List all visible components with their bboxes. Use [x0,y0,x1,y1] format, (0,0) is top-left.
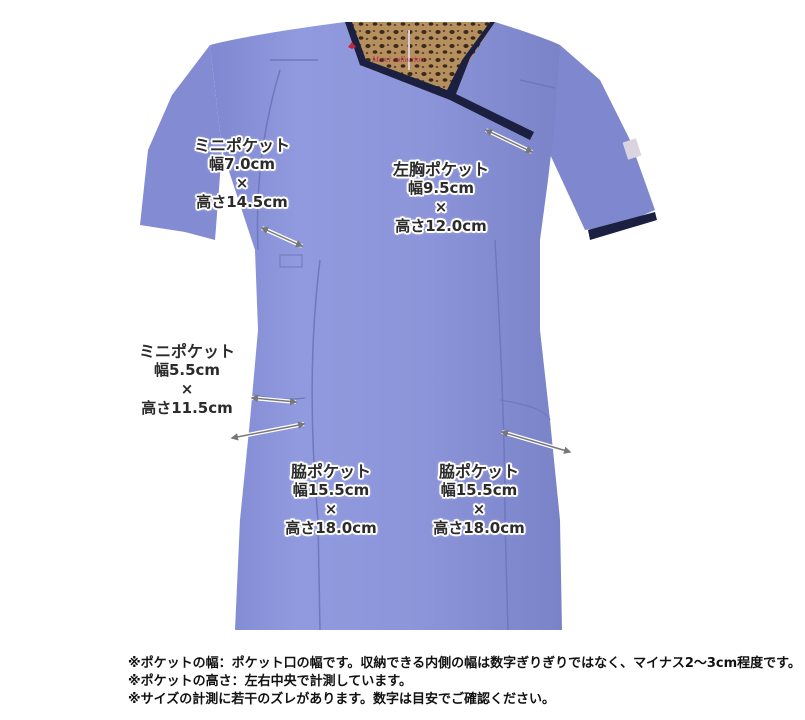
garment-body [210,22,562,630]
times-sign: × [324,500,338,518]
pocket-name: 脇ポケット [438,462,519,481]
pocket-width: 幅15.5cm [292,481,370,499]
pocket-name: 左胸ポケット [392,160,489,179]
pocket-height: 高さ11.5cm [141,399,233,417]
brand-logo: Merci collection [371,55,424,64]
footnotes: ※ポケットの幅：ポケット口の幅です。収納できる内側の幅は数字ぎりぎりではなく、マ… [128,655,801,709]
times-sign: × [434,198,448,216]
sleeve-tag [622,138,642,160]
times-sign: × [235,174,249,192]
times-sign: × [472,500,486,518]
pocket-width: 幅5.5cm [153,361,221,379]
side-pocket-label-right: 脇ポケット 幅15.5cm × 高さ18.0cm [420,462,538,538]
measure-arrows-dark [230,129,572,454]
logo-mark [348,42,356,49]
pocket-name: ミニポケット [193,136,290,155]
pocket-width: 幅15.5cm [440,481,518,499]
mini-pocket-label-1: ミニポケット 幅7.0cm × 高さ14.5cm [183,136,301,212]
pocket-height: 高さ18.0cm [285,519,377,537]
chest-pocket-label: 左胸ポケット 幅9.5cm × 高さ12.0cm [382,160,500,236]
footnote-accuracy: ※サイズの計測に若干のズレがあります。数字は目安でご確認ください。 [128,692,555,707]
left-sleeve [140,45,222,240]
right-sleeve [548,45,655,230]
pocket-height: 高さ14.5cm [196,193,288,211]
pocket-name: 脇ポケット [290,462,371,481]
pocket-width: 幅7.0cm [208,155,276,173]
neck-trim [345,22,534,140]
footnote-height: ※ポケットの高さ：左右中央で計測しています。 [128,674,412,689]
side-pocket-label-left: 脇ポケット 幅15.5cm × 高さ18.0cm [272,462,390,538]
footnote-width: ※ポケットの幅：ポケット口の幅です。収納できる内側の幅は数字ぎりぎりではなく、マ… [128,656,801,671]
pocket-width: 幅9.5cm [407,179,475,197]
pocket-height: 高さ12.0cm [395,217,487,235]
pocket-name: ミニポケット [138,342,235,361]
right-sleeve-hem [588,212,657,240]
times-sign: × [180,380,194,398]
pocket-height: 高さ18.0cm [433,519,525,537]
mini-pocket-label-2: ミニポケット 幅5.5cm × 高さ11.5cm [128,342,246,418]
